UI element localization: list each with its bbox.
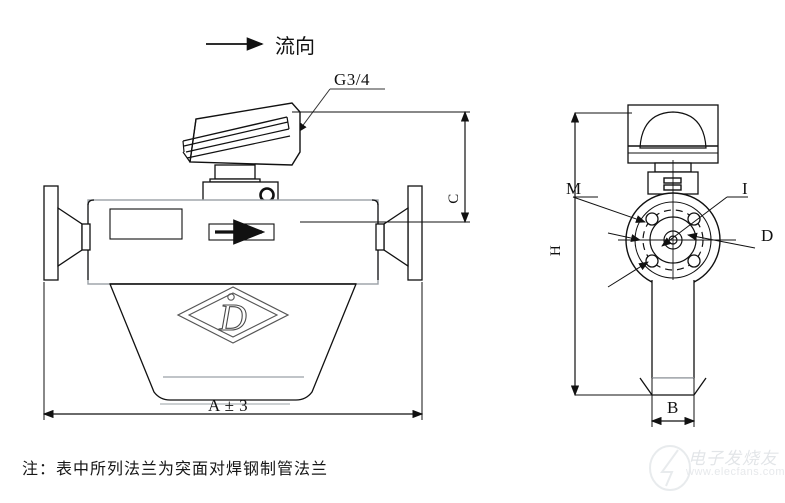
transmitter-neck — [209, 164, 261, 183]
manufacturer-logo: D — [176, 286, 290, 344]
dimension-c — [292, 110, 470, 224]
thread-size-label: G3/4 — [334, 70, 370, 89]
side-view — [570, 104, 756, 427]
dimension-d-label: D — [761, 226, 774, 245]
flow-direction-label: 流向 — [275, 34, 315, 58]
dimension-m-label: M — [566, 179, 582, 198]
side-transmitter-cap — [627, 104, 719, 173]
logo-letter: D — [218, 297, 246, 339]
left-flange — [43, 185, 91, 281]
dimension-h — [570, 111, 652, 397]
meter-body — [87, 199, 379, 285]
dimension-a — [42, 282, 424, 420]
drawing-note: 注：表中所列法兰为突面对焊钢制管法兰 — [22, 459, 329, 478]
side-flange-face — [618, 160, 736, 300]
side-lower-body — [639, 280, 707, 396]
callout-m-leader — [572, 196, 646, 223]
callout-i-leader — [661, 196, 748, 247]
right-flange — [375, 185, 423, 281]
thread-callout-leader — [297, 88, 385, 133]
dimension-h-label: H — [548, 244, 565, 257]
transmitter-housing — [182, 102, 301, 166]
dimension-b — [650, 378, 696, 427]
dimension-i-label: I — [742, 179, 749, 198]
dimension-c-label: C — [445, 193, 462, 204]
dimension-b-label: B — [667, 398, 679, 417]
body-flow-arrow-plate — [208, 219, 275, 245]
inner-diameter-arrow — [607, 232, 649, 288]
dimension-a-label: A ± 3 — [208, 396, 249, 415]
front-view: D — [42, 37, 470, 420]
callout-d-leader — [687, 232, 756, 249]
